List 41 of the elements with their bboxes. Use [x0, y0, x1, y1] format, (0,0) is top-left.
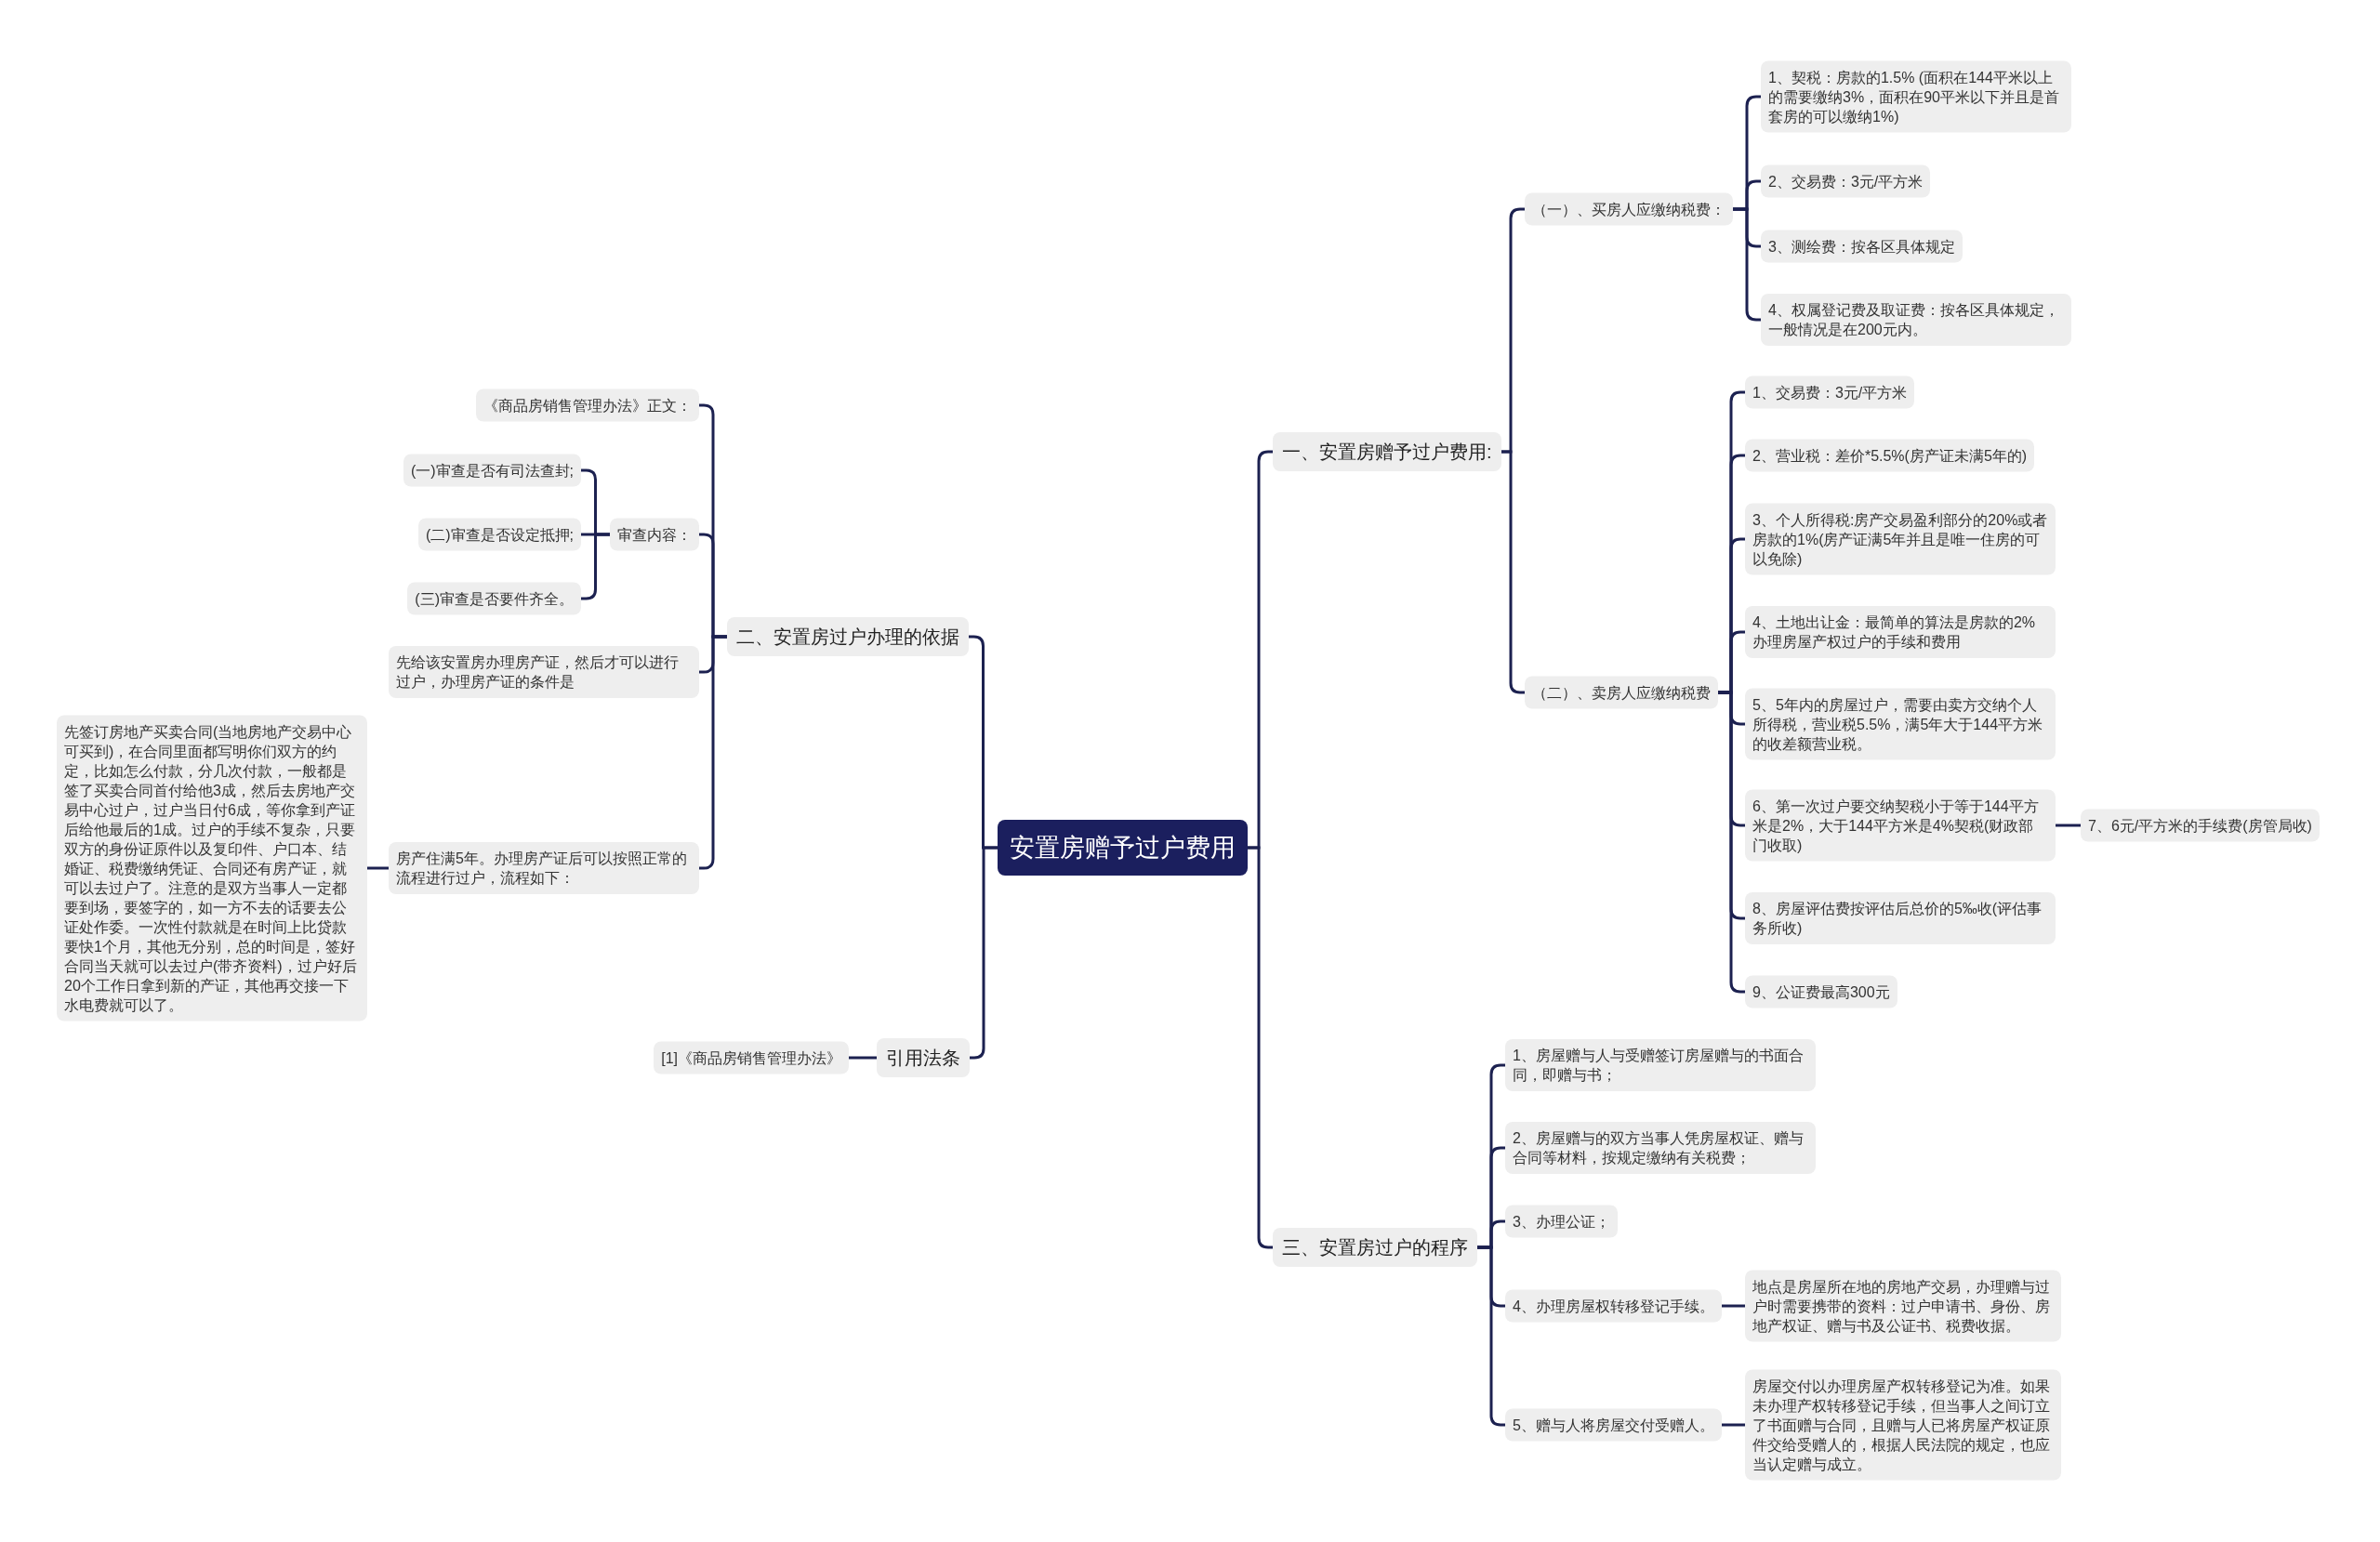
- topic-box: 《商品房销售管理办法》正文：: [476, 389, 699, 422]
- topic-box: 3、办理公证；: [1505, 1205, 1618, 1238]
- branch-topic: 一、安置房赠予过户费用:: [1273, 432, 1501, 471]
- topic-box: (三)审查是否要件齐全。: [407, 582, 581, 615]
- topic-box: 3、测绘费：按各区具体规定: [1761, 230, 1963, 263]
- topic-box: （一）、买房人应缴纳税费：: [1525, 192, 1733, 226]
- branch-topic: 三、安置房过户的程序: [1273, 1228, 1477, 1267]
- topic-box: 6、第一次过户要交纳契税小于等于144平方米是2%，大于144平方米是4%契税(财政部门收取): [1745, 789, 2056, 862]
- central-topic: 安置房赠予过户费用: [998, 820, 1248, 876]
- topic-box: 2、营业税：差价*5.5%(房产证未满5年的): [1745, 439, 2035, 472]
- connector-line: [1721, 1304, 1745, 1308]
- topic-box: (二)审查是否设定抵押;: [417, 518, 581, 551]
- topic-box: 审查内容：: [610, 518, 699, 551]
- topic-box: 2、房屋赠与的双方当事人凭房屋权证、赠与合同等材料，按规定缴纳有关税费；: [1505, 1122, 1816, 1174]
- topic-box: 4、土地出让金：最简单的算法是房款的2%办理房屋产权过户的手续和费用: [1745, 606, 2056, 658]
- connector-line: [367, 866, 389, 870]
- topic-box: 5、5年内的房屋过户，需要由卖方交纳个人所得税，营业税5.5%，满5年大于144平方米的收差额营业税。: [1745, 688, 2056, 760]
- topic-box: 9、公证费最高300元: [1745, 975, 1897, 1008]
- topic-box: 先给该安置房办理房产证，然后才可以进行过户，办理房产证的条件是: [389, 646, 699, 698]
- topic-box: 5、赠与人将房屋交付受赠人。: [1505, 1408, 1722, 1442]
- topic-box: 1、契税：房款的1.5% (面积在144平米以上的需要缴纳3%，面积在90平米以下并且是首套房的可以缴纳1%): [1761, 60, 2071, 133]
- topic-box: 1、交易费：3元/平方米: [1745, 376, 1915, 409]
- connector-line: [849, 1056, 877, 1060]
- topic-box: 先签订房地产买卖合同(当地房地产交易中心可买到)，在合同里面都写明你们双方的约定，比如怎么付款，分几次付款，一般都是签了买卖合同首付给他3成，然后去房地产交易中心过户，过户当日付6成，等你拿到产证后给他最后的1成。过户的手续不复杂，只要双方的身份证原件以及复印件、户口本、结婚证、税费缴纳凭证、合同还有房产证，就可以去过户了。注意的是双方当事人一定都要到场，要签字的，如一方不去的话要去公证处作委。一次性付款就是在时间上比贷款要快1个月，其他无分别，总的时间是，签好合同当天就可以去过户(带齐资料)，过户好后20个工作日拿到新的产证，其他再交接一下水电费就可以了。: [57, 715, 367, 1021]
- topic-box: 4、权属登记费及取证费：按各区具体规定，一般情况是在200元内。: [1761, 294, 2071, 346]
- branch-topic: 引用法条: [877, 1038, 970, 1077]
- branch-topic: 二、安置房过户办理的依据: [727, 617, 969, 656]
- topic-box: 房产住满5年。办理房产证后可以按照正常的流程进行过户，流程如下：: [389, 842, 699, 894]
- topic-box: 2、交易费：3元/平方米: [1761, 165, 1931, 198]
- topic-box: （二）、卖房人应缴纳税费: [1525, 676, 1718, 709]
- topic-box: [1]《商品房销售管理办法》: [654, 1041, 849, 1074]
- topic-box: 8、房屋评估费按评估后总价的5‰收(评估事务所收): [1745, 892, 2056, 944]
- connector-line: [2056, 824, 2081, 827]
- topic-box: 1、房屋赠与人与受赠签订房屋赠与的书面合同，即赠与书；: [1505, 1039, 1816, 1091]
- topic-box: 7、6元/平方米的手续费(房管局收): [2081, 809, 2320, 842]
- topic-box: (一)审查是否有司法查封;: [403, 454, 581, 487]
- topic-box: 4、办理房屋权转移登记手续。: [1505, 1289, 1722, 1323]
- topic-box: 3、个人所得税:房产交易盈利部分的20%或者房款的1%(房产证满5年并且是唯一住房的可以免除): [1745, 503, 2056, 575]
- topic-box: 地点是房屋所在地的房地产交易，办理赠与过户时需要携带的资料：过户申请书、身份、房地产权证、赠与书及公证书、税费收据。: [1745, 1270, 2061, 1342]
- connector-line: [1721, 1423, 1745, 1427]
- topic-box: 房屋交付以办理房屋产权转移登记为准。如果未办理产权转移登记手续，但当事人之间订立了书面赠与合同，且赠与人已将房屋产权证原件交给受赠人的，根据人民法院的规定，也应当认定赠与成立。: [1745, 1369, 2061, 1481]
